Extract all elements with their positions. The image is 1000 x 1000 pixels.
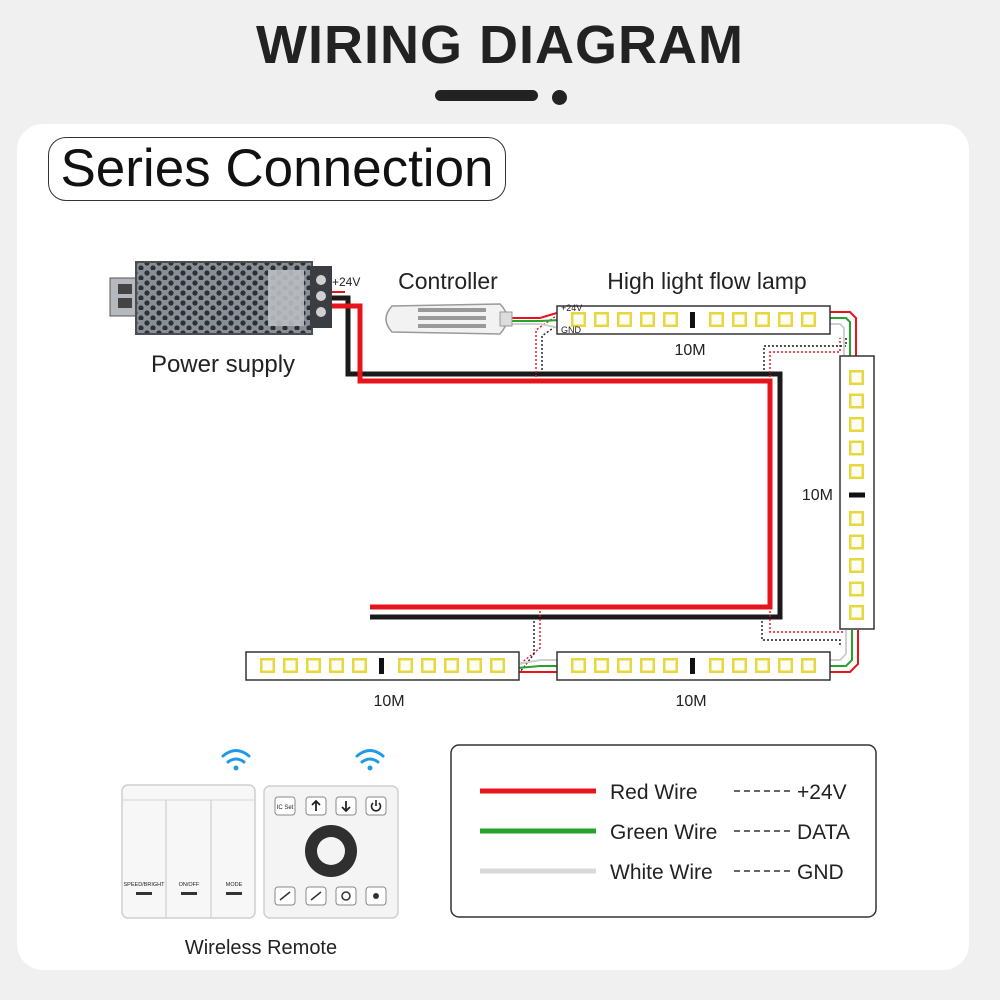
led-chip [709,312,724,327]
led-chip [617,658,632,673]
strip-2-length: 10M [802,487,833,504]
connector-3-4 [517,659,558,673]
led-chip [801,658,816,673]
remote-label: Wireless Remote [185,937,337,959]
wall-switch-remote [121,784,256,919]
legend-wire-label: White Wire [610,861,713,884]
wifi-icon [221,749,251,771]
touch-panel-remote [263,785,399,919]
led-chip [421,658,436,673]
legend-item: Green Wire DATA [480,821,850,844]
led-strips [245,305,875,681]
switch-button-onoff-label: ON/OFF [179,882,200,888]
arrow-up-icon [311,799,321,811]
led-chip [571,658,586,673]
led-chip [849,534,864,550]
controller-wires [332,291,561,329]
lamp-label: High light flow lamp [607,268,806,294]
led-chip [352,658,367,673]
switch-button-speed-label: SPEED/BRIGHT [124,882,166,888]
legend-signal-label: DATA [797,821,850,844]
led-chip [849,558,864,573]
led-chip [778,658,793,673]
led-chip [306,658,321,673]
led-chip [617,312,632,327]
led-chip [467,658,482,673]
led-chip [849,370,864,385]
led-chip [849,605,864,620]
strip-ground-tag: GND [561,325,582,335]
voltage-tag: +24V [332,275,360,289]
ic-set-button-label: IC Set [277,805,294,811]
legend-box [450,744,877,918]
led-chip [329,658,344,673]
main-wires [332,295,783,620]
led-chip [444,658,459,673]
wifi-icon [355,749,385,771]
led-chip [732,312,747,327]
led-chip [640,658,655,673]
led-chip [571,312,586,327]
led-chip [778,312,793,327]
led-chip [849,393,864,409]
legend: Red Wire +24V Green Wire DATA White Wire GND [480,781,850,884]
led-strip-4 [245,651,520,681]
legend-signal-label: GND [797,861,844,884]
led-chip [732,658,747,673]
led-chip [594,312,609,327]
led-chip [849,440,864,456]
controller-label: Controller [398,268,498,294]
legend-wire-label: Red Wire [610,781,698,804]
strip-3-length: 10M [675,693,706,710]
led-chip [490,658,505,673]
switch-button-mode-label: MODE [226,882,243,888]
strip-4-length: 10M [373,693,404,710]
led-chip [260,658,275,673]
strip-positive-tag: +24V [561,303,582,313]
title-underline-dot [552,90,567,105]
strip-1-length: 10M [674,342,705,359]
led-chip [849,581,864,597]
power-supply [109,261,332,335]
section-title: Series Connection [48,137,506,201]
led-chip [663,658,678,673]
power-icon [370,800,382,812]
led-chip [849,417,864,432]
controller [385,303,513,335]
legend-wire-label: Green Wire [610,821,717,844]
led-strip-3 [556,651,831,681]
led-chip [801,312,816,327]
led-chip [398,658,413,673]
page-title: WIRING DIAGRAM [256,15,744,75]
power-supply-label: Power supply [151,351,295,378]
sun-icon [373,893,379,899]
connector-2-3 [830,630,859,673]
led-chip [849,511,864,526]
legend-item: Red Wire +24V [480,781,847,804]
led-chip [640,312,655,327]
led-chip [755,658,770,673]
led-chip [755,312,770,327]
led-chip [849,464,864,479]
led-strip-1 [556,305,831,335]
legend-item: White Wire GND [480,861,844,884]
led-chip [594,658,609,673]
title-underline-bar [435,90,538,101]
speed-down-icon [279,891,291,901]
mode-icon [341,891,351,901]
led-chip [663,312,678,327]
connector-1-2 [830,311,857,356]
arrow-down-icon [341,801,351,813]
led-chip [709,658,724,673]
led-strip-2 [839,355,875,630]
legend-signal-label: +24V [797,781,847,804]
led-chip [283,658,298,673]
speed-up-icon [310,891,322,901]
